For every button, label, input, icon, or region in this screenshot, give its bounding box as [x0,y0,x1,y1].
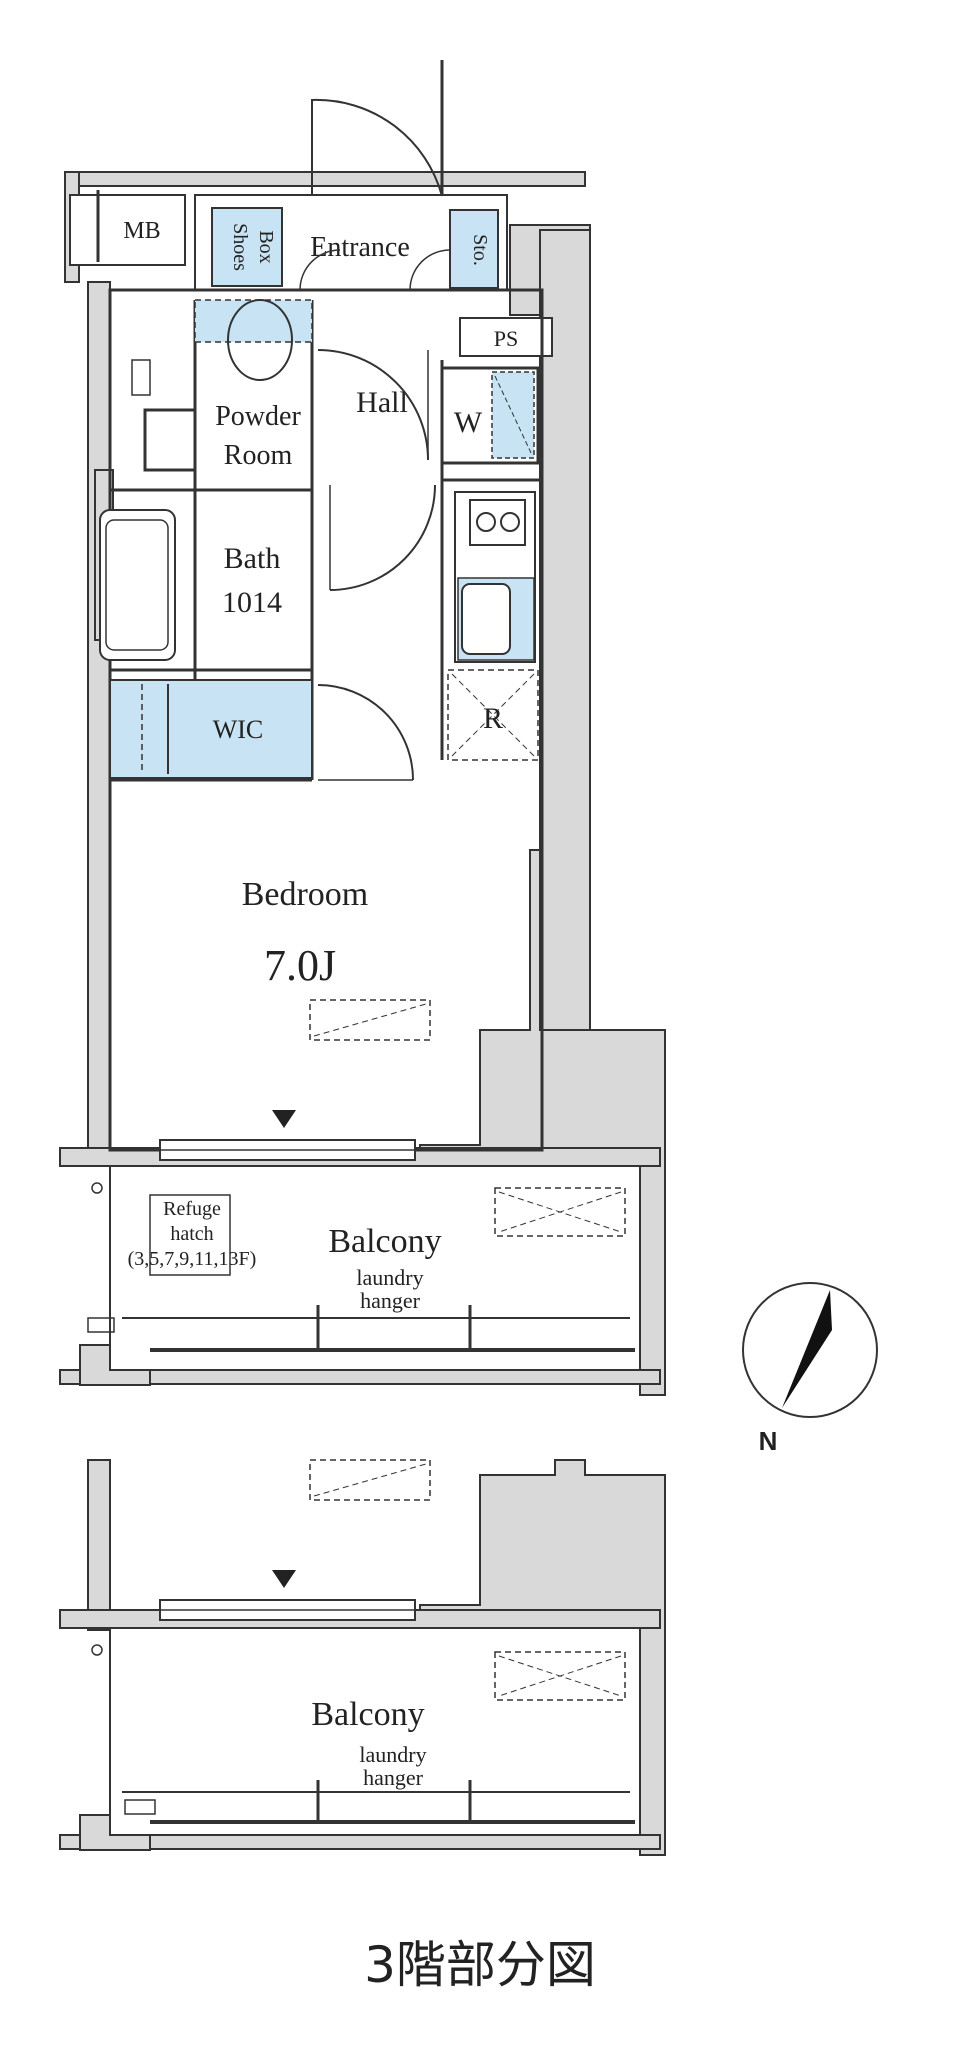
washer-label: W [454,406,483,439]
hall: Hall [317,349,436,591]
lower-unit [159,1459,431,1621]
storage-label: Sto. [469,234,491,266]
mb-closet: MB [69,190,186,266]
washer-space: W [440,366,540,465]
bedroom-label: Bedroom [242,876,369,913]
balcony-lower-label: Balcony [311,1696,424,1733]
shoes-box-label-1: Shoes [229,223,251,271]
laundry-lower-label-1: laundry [359,1742,426,1767]
pipe-space: PS [459,317,553,357]
balcony-upper: Refuge hatch (3,5,7,9,11,13F) Balcony la… [87,1165,641,1371]
balcony-lower: Balcony laundry hanger [91,1627,641,1836]
storage [449,209,499,289]
entry-arrow-icon [272,1110,296,1128]
mb-label: MB [123,218,160,244]
lower-entry-arrow-icon [272,1570,296,1588]
compass-north-label: N [759,1426,778,1456]
bath-label-2: 1014 [222,586,282,619]
floor-plan: MB Shoes Box Entrance Sto. PS [59,60,878,1856]
shoes-box-label-2: Box [255,230,277,263]
ps-label: PS [494,326,518,351]
entrance-area: Shoes Box Entrance Sto. [194,60,508,291]
laundry-upper-label-1: laundry [356,1265,423,1290]
balcony-upper-label: Balcony [328,1223,441,1260]
kitchen: R [447,491,539,761]
laundry-lower-label-2: hanger [363,1765,424,1790]
refuge-hatch-label-3: (3,5,7,9,11,13F) [128,1248,257,1270]
north-arrow-icon [782,1290,832,1408]
laundry-upper-label-2: hanger [360,1288,421,1313]
refuge-hatch-label-2: hatch [170,1223,213,1245]
hall-label: Hall [356,386,408,419]
refrigerator-label: R [483,702,503,735]
powder-room-label-2: Room [224,440,293,471]
bath: Bath 1014 [99,509,282,661]
bedroom: Bedroom 7.0J [159,876,431,1161]
shoes-box [211,207,283,287]
wic-label: WIC [213,715,264,744]
compass: N [742,1282,878,1456]
powder-room-label-1: Powder [215,401,301,432]
entrance-label: Entrance [310,232,410,263]
wic: WIC [109,679,414,781]
powder-room: Powder Room [131,299,313,472]
bedroom-size: 7.0J [264,941,336,990]
bath-label-1: Bath [224,542,281,575]
refuge-hatch-label-1: Refuge [163,1198,221,1220]
floor-caption: 3階部分図 [364,1936,596,1994]
